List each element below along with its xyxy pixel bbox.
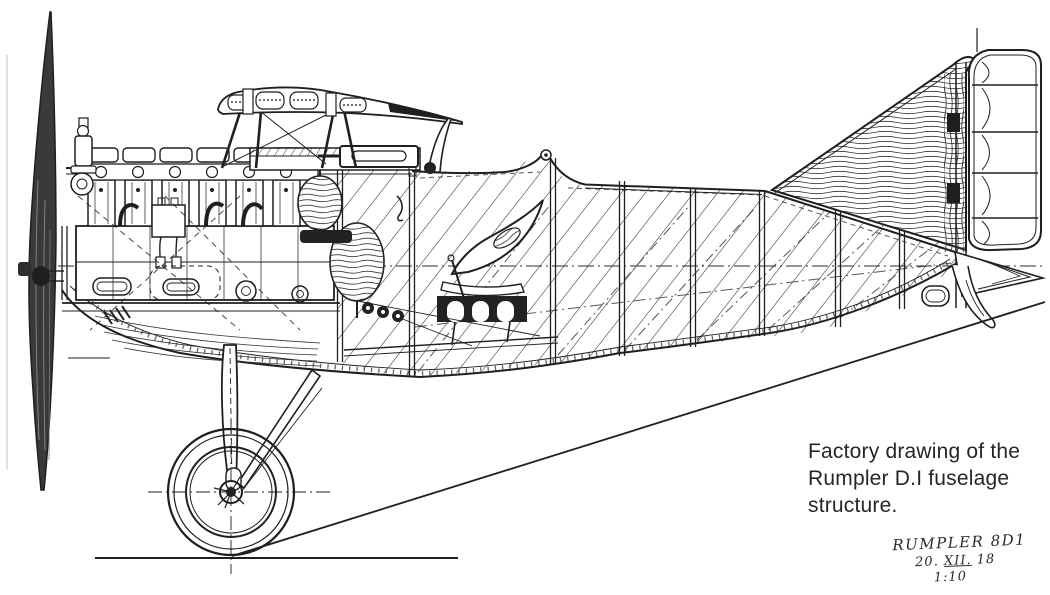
fuselage-structure <box>61 102 958 379</box>
rudder <box>967 49 1042 252</box>
control-pulleys <box>362 302 404 322</box>
date-year: 18 <box>976 551 996 568</box>
cockpit-rim-knob <box>540 149 552 161</box>
cable-hook <box>396 195 404 222</box>
caption-line-1: Factory drawing of the <box>808 440 1021 463</box>
hub-spokes <box>213 476 245 509</box>
handwritten-title-block: RUMPLER 8D1 20. XII. 18 1:10 <box>892 530 1044 587</box>
rudder-ribs <box>972 84 1038 219</box>
wing-trailing-wedge <box>388 103 462 122</box>
rudder-post <box>944 62 967 308</box>
machine-gun-deck <box>249 145 421 177</box>
windscreen-base-fitting <box>424 162 436 174</box>
ground-lines <box>95 301 1046 559</box>
manifold-pipes <box>118 201 264 227</box>
propeller-blade <box>28 11 57 491</box>
radiator-tank <box>297 168 385 318</box>
caption: Factory drawing of the Rumpler D.I fusel… <box>808 438 1038 519</box>
caption-line-2: Rumpler D.I fuselage <box>808 467 1010 490</box>
step-grip <box>103 305 131 325</box>
wing-spar-front <box>242 88 254 115</box>
tail-end <box>921 250 1047 329</box>
tail-skid <box>951 264 996 329</box>
wheel <box>148 420 332 574</box>
rudder-scallops <box>981 61 991 245</box>
landing-gear <box>220 344 323 493</box>
propeller-hub <box>32 266 50 286</box>
access-hatch <box>921 285 950 307</box>
pilot-seat <box>351 199 544 347</box>
front-pump <box>70 117 97 196</box>
propeller-shaft-nut <box>18 262 31 276</box>
wing-spar-rear <box>325 92 337 117</box>
tail-up-reference-line <box>231 301 1046 557</box>
windscreen <box>396 117 452 222</box>
front-gear-strut <box>220 344 239 488</box>
propeller <box>18 11 64 491</box>
caption-line-3: structure. <box>808 494 898 517</box>
rear-gear-strut <box>236 368 322 490</box>
upper-wing-section <box>217 86 463 126</box>
date-month: XII. <box>943 552 972 570</box>
date-day: 20. <box>914 554 940 571</box>
distributor <box>151 197 186 269</box>
